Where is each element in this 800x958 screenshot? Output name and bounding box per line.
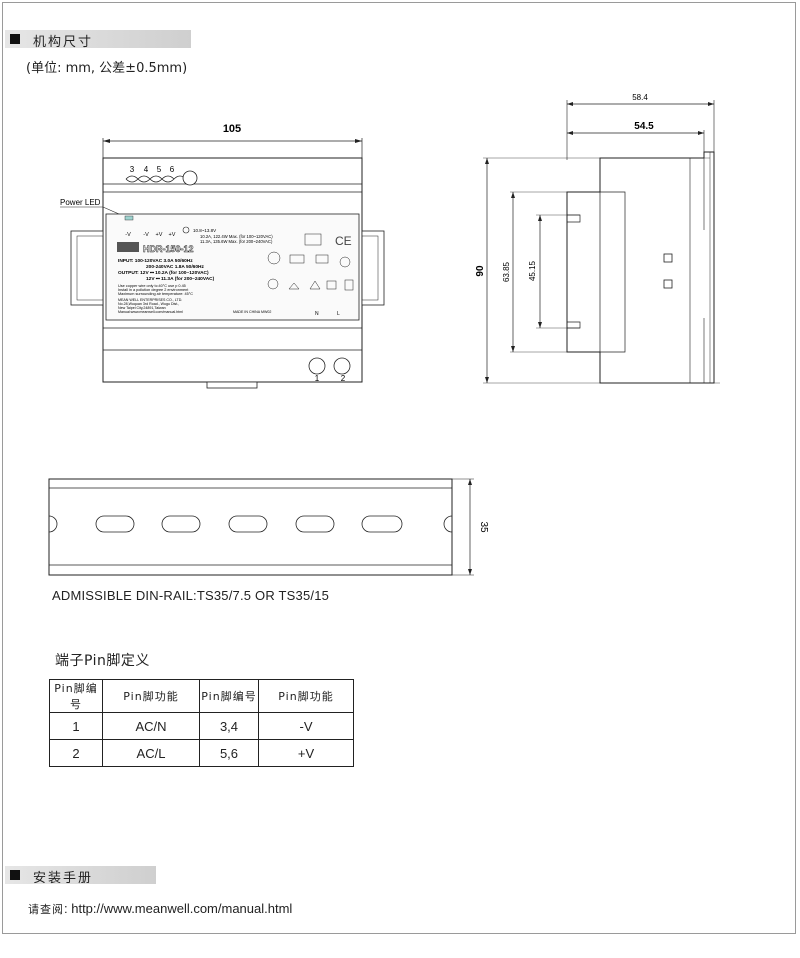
polarity-label: -V — [143, 232, 149, 238]
terminal-number-1: 1 — [315, 374, 320, 383]
admissible-din-rail-text: ADMISSIBLE DIN-RAIL:TS35/7.5 OR TS35/15 — [52, 588, 330, 603]
section-title: 机构尺寸 — [33, 35, 94, 50]
terminal-screw-icon — [182, 170, 198, 186]
dim-height: 90 — [475, 265, 486, 277]
page-frame — [2, 2, 796, 934]
output-line: 12V ⎓ 11.3A (for 200~240VAC) — [146, 276, 215, 282]
rail-slots — [95, 515, 403, 533]
company-line: Manual:www.meanwell.com/manual.html — [118, 310, 183, 314]
vout-range: 10.8~13.8V — [193, 228, 216, 233]
input-line: INPUT: 100-120VAC 3.0A 50/60Hz — [118, 258, 193, 264]
disposal-bin-icon — [344, 279, 354, 291]
company-line: No.28,Wuquan 3rd Road., Wugu Dist., — [118, 302, 179, 306]
indoor-use-icon — [288, 282, 300, 290]
column-header: Pin脚编号 — [199, 679, 259, 713]
dim-mid-height: 63.85 — [502, 261, 511, 282]
ccc-mark-icon — [339, 256, 351, 268]
note-line: Use copper wire only tc:40°C use p 0.45 — [118, 284, 186, 288]
ul-mark-icon — [267, 251, 281, 265]
ac-label-n: N — [315, 311, 319, 317]
pin-definition-table: Pin脚编号 Pin脚功能 Pin脚编号 Pin脚功能 1 AC/N 3,4 -… — [49, 679, 354, 767]
input-line: 200-240VAC 1.8A 50/60Hz — [146, 264, 204, 270]
double-insulation-icon — [326, 280, 337, 290]
section-marker — [10, 870, 20, 880]
rail-height-label: 35 — [478, 521, 489, 533]
terminal-number-4: 4 — [144, 165, 149, 174]
polarity-label: +V — [169, 232, 176, 238]
vadj-potentiometer-icon — [182, 226, 190, 234]
table-cell: -V — [258, 712, 354, 740]
cb-mark-icon — [315, 254, 329, 264]
manual-label: 请查阅 — [28, 903, 64, 916]
top-terminal-block: 3 4 5 6 — [125, 165, 198, 186]
table-cell: 3,4 — [199, 712, 259, 740]
rohs-mark-icon — [267, 278, 279, 290]
table-row: 1 AC/N 3,4 -V — [49, 712, 354, 740]
dim-body-depth: 54.5 — [634, 121, 654, 132]
power-led-indicator — [124, 215, 134, 221]
section-title: 安装手册 — [33, 871, 94, 886]
output-line: OUTPUT: 12V ⎓ 10.2A (for 100~120VAC) — [118, 270, 209, 276]
units-note: (单位: mm, 公差±0.5mm) — [26, 61, 188, 76]
note-line: Install in a pollution degree 2 environm… — [118, 288, 189, 292]
table-cell: 1 — [49, 712, 103, 740]
company-line: MEAN WELL ENTERPRISES CO., LTD. — [118, 298, 182, 302]
output-spec-line: 11.3A, 135.6W Max. (for 200~240VAC) — [200, 239, 273, 244]
dim-total-depth: 58.4 — [632, 93, 648, 102]
terminal-number-5: 5 — [157, 165, 162, 174]
section-header-dimensions: 机构尺寸 — [5, 30, 191, 50]
company-line: New Taipei City,24891,Taiwan — [118, 306, 166, 310]
tuv-mark-icon — [304, 233, 322, 246]
table-cell: 2 — [49, 739, 103, 767]
table-cell: AC/N — [102, 712, 200, 740]
column-header: Pin脚功能 — [258, 679, 354, 713]
warning-triangle-icon — [309, 280, 321, 290]
terminal-number-6: 6 — [170, 165, 175, 174]
pin-table-title: 端子Pin脚定义 — [55, 653, 150, 669]
width-dimension-label: 105 — [223, 123, 241, 135]
terminal-screw-2-icon — [333, 357, 351, 375]
table-cell: 5,6 — [199, 739, 259, 767]
ce-mark-icon: CE — [335, 234, 352, 248]
table-cell: +V — [258, 739, 354, 767]
made-in-label: MADE IN CHINA MW02 — [233, 310, 271, 314]
power-led-label: Power LED — [60, 198, 101, 207]
front-view-drawing: 105 3 4 5 6 Power LED -V -V +V +V 10.8~1… — [60, 123, 385, 389]
terminal-screw-1-icon — [308, 357, 326, 375]
eac-mark-icon — [289, 254, 305, 264]
table-header-row: Pin脚编号 Pin脚功能 Pin脚编号 Pin脚功能 — [49, 679, 354, 713]
polarity-label: +V — [156, 232, 163, 238]
manual-url-link[interactable]: : http://www.meanwell.com/manual.html — [64, 901, 293, 916]
column-header: Pin脚编号 — [49, 679, 103, 713]
table-row: 2 AC/L 5,6 +V — [49, 739, 354, 767]
side-slot-icon — [663, 279, 673, 289]
terminal-number-2: 2 — [341, 374, 346, 383]
terminal-number-3: 3 — [130, 165, 135, 174]
table-cell: AC/L — [102, 739, 200, 767]
din-rail-drawing: 35 — [48, 478, 489, 576]
polarity-label: -V — [125, 232, 131, 238]
model-name: HDR-150-12 — [143, 244, 194, 254]
column-header: Pin脚功能 — [102, 679, 200, 713]
section-marker — [10, 34, 20, 44]
section-header-install: 安装手册 — [5, 866, 156, 886]
meanwell-logo — [117, 242, 139, 252]
dim-inner-height: 45.15 — [528, 260, 537, 281]
ac-label-l: L — [337, 311, 340, 317]
manual-reference: 请查阅: http://www.meanwell.com/manual.html — [28, 901, 292, 917]
side-view-drawing: 58.4 54.5 90 63.85 45.15 — [475, 93, 720, 384]
side-profile-outline — [566, 151, 715, 384]
side-slot-icon — [663, 253, 673, 263]
note-line: Maximum surrounding air temperature: 45°… — [118, 292, 193, 296]
output-spec-line: 10.2A, 122.4W Max. (for 100~120VAC) — [200, 234, 273, 239]
